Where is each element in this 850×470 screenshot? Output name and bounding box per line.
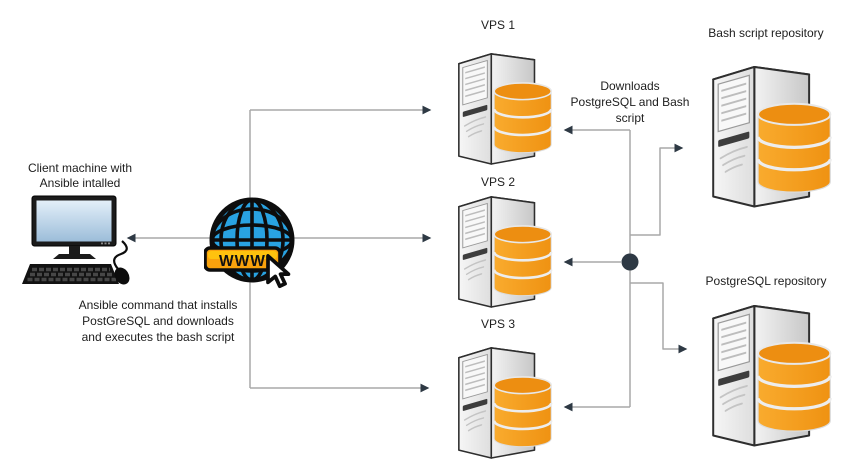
monitor-base	[53, 254, 96, 259]
postgres-repo-server-icon	[702, 296, 844, 448]
monitor-stand	[69, 246, 80, 254]
bash-repo-label: Bash script repository	[708, 26, 824, 40]
vps3-server-icon	[450, 340, 562, 460]
monitor-indicator-dots	[101, 242, 110, 245]
downloads-note-line2: PostgreSQL and Bash	[570, 95, 690, 109]
www-banner-highlight	[208, 251, 277, 259]
vps3-label: VPS 3	[480, 317, 516, 331]
vps2-server-icon	[450, 189, 562, 309]
client-note-line1: Ansible command that installs	[78, 298, 238, 312]
keyboard-keys	[27, 267, 116, 282]
mouse	[114, 267, 130, 285]
mouse-cable	[113, 240, 128, 270]
bash-repo-server-icon	[702, 57, 844, 209]
client-machine-label: Client machine with Ansible intalled	[10, 161, 150, 191]
www-globe-icon: WWW	[204, 197, 295, 289]
arrow-to-postgres-repo	[630, 282, 688, 354]
client-note: Ansible command that installs PostGreSQL…	[55, 297, 261, 345]
monitor-screen	[36, 200, 112, 242]
vps1-server-icon	[450, 46, 562, 166]
vps1-label: VPS 1	[480, 18, 516, 32]
client-machine-label-line1: Client machine with	[27, 161, 133, 175]
downloads-note: Downloads PostgreSQL and Bash script	[557, 78, 703, 126]
client-machine-label-line2: Ansible intalled	[39, 176, 121, 190]
postgres-repo-label: PostgreSQL repository	[705, 274, 827, 288]
downloads-note-line1: Downloads	[600, 79, 660, 93]
www-banner-label: WWW	[219, 253, 266, 270]
vps2-label: VPS 2	[480, 175, 516, 189]
downloads-note-line3: script	[615, 111, 645, 125]
cursor-arrow-icon	[266, 254, 291, 289]
arrow-to-bash-repo	[630, 143, 684, 236]
client-note-line3: and executes the bash script	[81, 330, 235, 344]
client-note-line2: PostGreSQL and downloads	[82, 314, 234, 328]
junction-dot	[621, 253, 639, 271]
computer-icon	[22, 195, 130, 285]
